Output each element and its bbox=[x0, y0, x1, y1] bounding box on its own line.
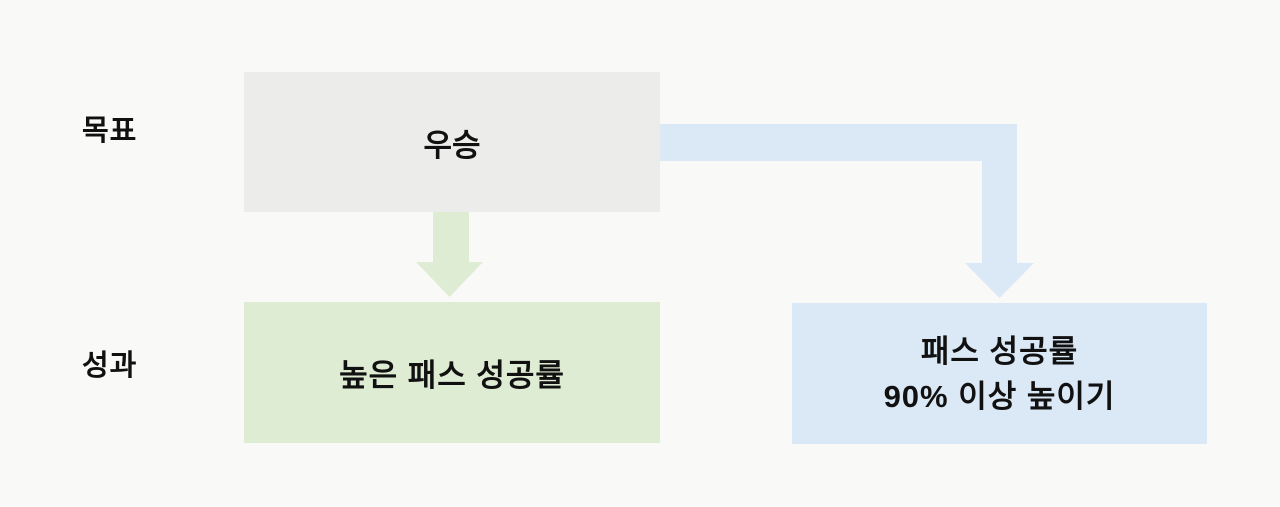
row-label-goal: 목표 bbox=[82, 115, 138, 147]
goal-box: 우승 bbox=[244, 72, 660, 212]
green-down-arrow bbox=[416, 212, 483, 297]
blue-elbow-arrow bbox=[660, 124, 1034, 298]
goal-box-text: 우승 bbox=[423, 127, 481, 163]
result-box-right-line2: 90% 이상 높이기 bbox=[883, 378, 1116, 414]
row-label-result: 성과 bbox=[82, 350, 138, 382]
result-box-90-percent: 패스 성공률 90% 이상 높이기 bbox=[792, 303, 1207, 444]
result-box-high-pass-rate: 높은 패스 성공률 bbox=[244, 302, 660, 443]
result-box-left-text: 높은 패스 성공률 bbox=[339, 358, 565, 393]
result-box-right-line1: 패스 성공률 bbox=[920, 333, 1079, 369]
